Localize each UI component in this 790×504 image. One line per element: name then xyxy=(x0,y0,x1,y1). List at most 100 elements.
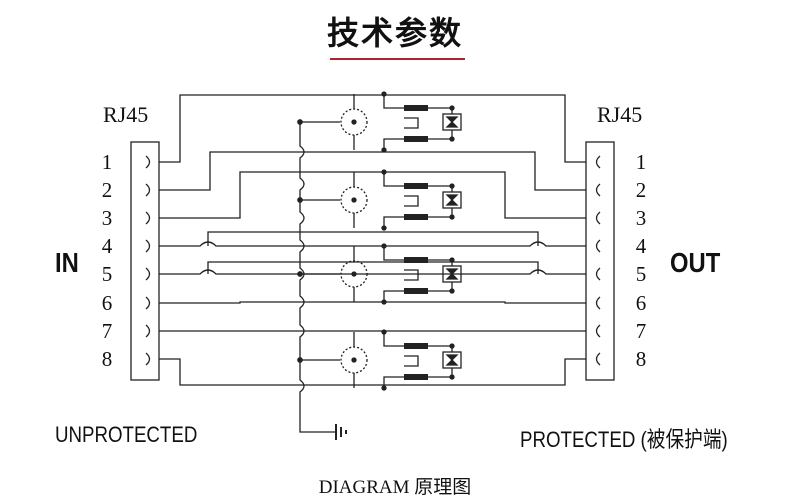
ground-bus xyxy=(299,122,335,433)
inductor-icon xyxy=(404,136,428,142)
tvs-diode-glyph xyxy=(445,354,459,366)
wire xyxy=(383,216,452,228)
junction-dot xyxy=(449,136,455,142)
junction-dot xyxy=(381,299,387,305)
wire xyxy=(383,172,452,187)
wire xyxy=(404,195,419,207)
rj45-jack-icon xyxy=(145,183,151,197)
wire xyxy=(383,376,452,388)
right-jack-contacts xyxy=(595,155,601,366)
inductor-icon xyxy=(404,257,428,263)
gdt-core xyxy=(351,197,357,203)
protection-module xyxy=(297,329,462,391)
wire xyxy=(207,261,539,274)
left-connector-label: RJ45 xyxy=(103,102,149,127)
wire xyxy=(383,246,452,261)
right-pin-label: 6 xyxy=(635,291,647,315)
junction-dot xyxy=(297,197,303,203)
junction-dot xyxy=(449,257,455,263)
junction-dot xyxy=(449,374,455,380)
junction-dot xyxy=(381,225,387,231)
rj45-jack-icon xyxy=(145,211,151,225)
diagram-caption: DIAGRAM 原理图 xyxy=(318,477,472,498)
inductor-icon xyxy=(404,288,428,294)
rj45-jack-icon xyxy=(595,211,601,225)
wire xyxy=(159,301,586,304)
title-underline xyxy=(330,58,465,60)
junction-dot xyxy=(297,119,303,125)
junction-dot xyxy=(381,147,387,153)
ground-icon xyxy=(335,424,347,440)
wire xyxy=(383,290,452,302)
junction-dot xyxy=(449,288,455,294)
rj45-jack-icon xyxy=(145,296,151,310)
signal-wires xyxy=(159,94,586,386)
tvs-diode-glyph xyxy=(445,116,459,128)
right-pin-label: 8 xyxy=(635,347,647,371)
left-pin-label: 7 xyxy=(101,319,113,343)
inductor-icon xyxy=(404,374,428,380)
protection-module xyxy=(297,91,462,153)
rj45-jack-icon xyxy=(595,155,601,169)
right-pin-label: 4 xyxy=(635,234,647,258)
protection-module xyxy=(297,169,462,231)
junction-dot xyxy=(449,343,455,349)
left-pin-label: 2 xyxy=(101,178,113,202)
inductor-icon xyxy=(404,183,428,189)
inductor-icon xyxy=(404,105,428,111)
rj45-jack-icon xyxy=(145,324,151,338)
common-bus xyxy=(299,122,335,433)
wire xyxy=(404,355,419,367)
right-rj45-body xyxy=(585,141,615,381)
wire xyxy=(207,231,539,246)
wire xyxy=(383,138,452,150)
right-pin-label: 2 xyxy=(635,178,647,202)
left-pin-label: 6 xyxy=(101,291,113,315)
left-pin-label: 3 xyxy=(101,206,113,230)
left-pin-label: 8 xyxy=(101,347,113,371)
rj45-jack-icon xyxy=(595,324,601,338)
rj45-jack-icon xyxy=(145,239,151,253)
protection-module xyxy=(297,243,462,305)
junction-dot xyxy=(449,105,455,111)
inductor-icon xyxy=(404,343,428,349)
left-pin-label: 5 xyxy=(101,262,113,286)
rj45-jack-icon xyxy=(595,352,601,366)
wire xyxy=(383,94,452,109)
wire xyxy=(159,241,586,247)
wire xyxy=(159,269,586,275)
left-rj45-body xyxy=(130,141,160,381)
in-label: IN xyxy=(55,247,79,278)
rj45-jack-icon xyxy=(595,183,601,197)
wire xyxy=(159,358,586,386)
wire xyxy=(159,151,586,191)
junction-dot xyxy=(449,183,455,189)
junction-dot xyxy=(297,271,303,277)
rj45-jack-icon xyxy=(145,267,151,281)
left-pin-label: 4 xyxy=(101,234,113,258)
page-title: 技术参数 xyxy=(326,15,463,51)
wire xyxy=(383,332,452,347)
right-pin-label: 3 xyxy=(635,206,647,230)
gdt-core xyxy=(351,271,357,277)
junction-dot xyxy=(381,169,387,175)
rj45-jack-icon xyxy=(595,239,601,253)
inductor-icon xyxy=(404,214,428,220)
rj45-jack-icon xyxy=(595,296,601,310)
wire xyxy=(404,269,419,281)
protected-label: PROTECTED (被保护端) xyxy=(520,427,728,452)
junction-dot xyxy=(381,385,387,391)
gdt-core xyxy=(351,119,357,125)
right-pin-label: 7 xyxy=(635,319,647,343)
out-label: OUT xyxy=(670,247,721,278)
left-jack-contacts xyxy=(145,155,151,366)
left-pin-label: 1 xyxy=(101,150,113,174)
junction-dot xyxy=(381,91,387,97)
junction-dot xyxy=(297,357,303,363)
right-pin-label: 5 xyxy=(635,262,647,286)
right-pin-label: 1 xyxy=(635,150,647,174)
wire xyxy=(159,94,586,163)
junction-dot xyxy=(381,329,387,335)
rj45-jack-icon xyxy=(145,155,151,169)
